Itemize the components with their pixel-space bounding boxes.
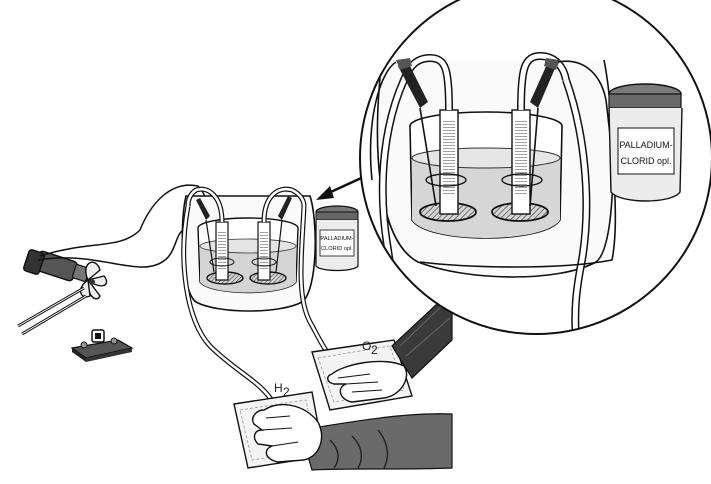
- magnified-view: [359, 0, 711, 335]
- o2-label: O: [362, 339, 371, 353]
- switch-block-icon: [70, 329, 134, 362]
- large-reagent-jar: PALLADIUM- CLORID opl.: [608, 83, 683, 202]
- large-jar-label-line2: CLORID opl.: [620, 156, 671, 166]
- propeller-motor-icon: [17, 249, 108, 336]
- right-hand: [327, 288, 453, 403]
- large-jar-label-line1: PALLADIUM-: [619, 140, 672, 150]
- small-jar-label-line1: PALLADIUM-: [320, 236, 353, 242]
- left-hand: [252, 403, 453, 471]
- o2-label-subscript: 2: [371, 343, 378, 357]
- h2-label: H: [274, 381, 283, 395]
- h2-label-subscript: 2: [283, 385, 290, 399]
- small-electrolysis-apparatus: [181, 186, 316, 312]
- small-jar-label-line2: CLORID opl.: [321, 246, 353, 252]
- small-reagent-jar: PALLADIUM- CLORID opl.: [315, 205, 359, 272]
